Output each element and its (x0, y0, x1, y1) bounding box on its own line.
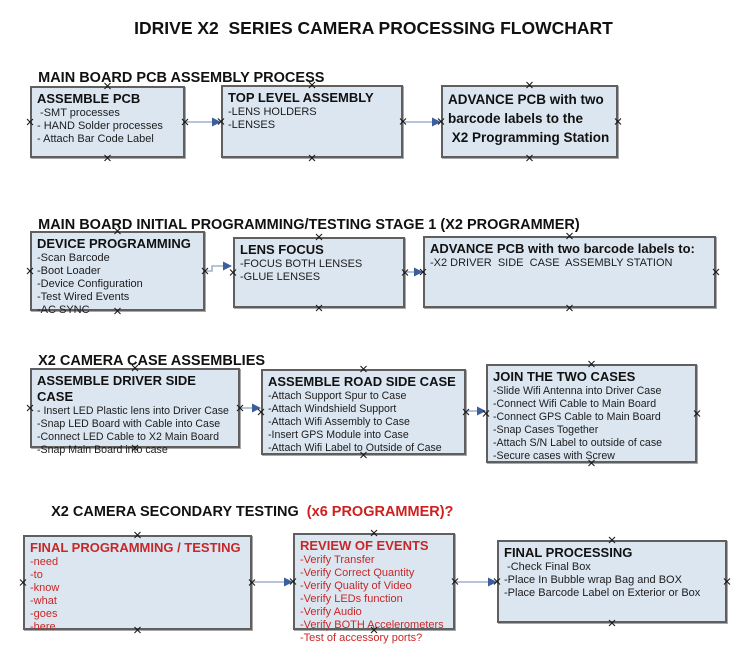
page-title: IDRIVE X2 SERIES CAMERA PROCESSING FLOWC… (134, 18, 613, 38)
flow-box-item: -FOCUS BOTH LENSES (240, 258, 363, 270)
flow-box-item: - Attach Bar Code Label (37, 133, 154, 145)
flow-box-item: -Test Wired Events (37, 291, 130, 303)
flow-box-assemble-driver-side-case: ASSEMBLE DRIVER SIDE CASE - Insert LED P… (30, 368, 240, 456)
flow-box-item: -X2 DRIVER SIDE CASE ASSEMBLY STATION (430, 257, 673, 269)
flow-box-items: - Insert LED Plastic lens into Driver Ca… (37, 405, 234, 457)
flow-box-item: -Verify Correct Quantity (300, 567, 415, 579)
flow-box-items: -Scan Barcode-Boot Loader-Device Configu… (37, 252, 199, 317)
section-heading-text: X2 CAMERA SECONDARY TESTING (51, 504, 307, 520)
flow-box-item: -Attach S/N Label to outside of case (493, 437, 663, 449)
flow-box-title: ASSEMBLE DRIVER SIDE CASE (37, 373, 200, 404)
flow-box-item: -Secure cases with Screw (493, 450, 615, 462)
arrowhead-icon (252, 403, 261, 413)
flow-box-title: ASSEMBLE ROAD SIDE CASE (268, 374, 456, 389)
section-heading-text: MAIN BOARD INITIAL PROGRAMMING/TESTING S… (38, 217, 580, 233)
flow-box-items: -Check Final Box-Place In Bubble wrap Ba… (504, 561, 721, 600)
flow-box-item: -Verify BOTH Accelerometers (300, 619, 444, 631)
flow-box-title: FINAL PROGRAMMING / TESTING (30, 540, 241, 555)
flow-box-item: -Verify Audio (300, 606, 362, 618)
flow-box-items: -Verify Transfer-Verify Correct Quantity… (300, 554, 449, 645)
flow-box-title: DEVICE PROGRAMMING (37, 236, 191, 251)
flow-box-review-of-events: REVIEW OF EVENTS -Verify Transfer-Verify… (293, 533, 455, 644)
flow-box-item: -Snap LED Board with Cable into Case (37, 418, 221, 430)
flow-box-item: -Connect LED Cable to X2 Main Board (37, 431, 219, 443)
flow-box-item: -goes (30, 608, 58, 620)
flow-box-item: -Test of accessory ports? (300, 632, 423, 644)
flow-box-item: -LENS HOLDERS (228, 106, 317, 118)
flow-box-item: -Check Final Box (504, 561, 591, 573)
section-heading-red-text: (x6 PROGRAMMER)? (306, 504, 454, 520)
flow-box-title: ADVANCE PCB with two barcode labels to t… (448, 92, 610, 145)
flow-box-item: -Attach Wifi Label to Outside of Case (268, 442, 442, 454)
flow-box-item: -Snap Cases Together (493, 424, 599, 436)
flow-box-item: -SMT processes (37, 107, 120, 119)
flow-box-device-programming: DEVICE PROGRAMMING -Scan Barcode-Boot Lo… (30, 231, 205, 316)
flow-box-items: -LENS HOLDERS-LENSES (228, 106, 397, 132)
flow-box-advance-pcb-driver-side-station: ADVANCE PCB with two barcode labels to: … (423, 236, 716, 308)
flow-box-item: -need (30, 556, 59, 568)
section-heading-secondary-testing: X2 CAMERA SECONDARY TESTING (x6 PROGRAMM… (35, 488, 453, 520)
flow-box-item: -Verify Transfer (300, 554, 375, 566)
arrowhead-icon (212, 117, 221, 127)
flow-box-title: ASSEMBLE PCB (37, 91, 141, 106)
flow-box-items: -SMT processes- HAND Solder processes- A… (37, 107, 179, 146)
flow-box-item: -Attach Support Spur to Case (268, 390, 407, 402)
arrowhead-icon (488, 577, 497, 587)
flow-box-item: -to (30, 569, 43, 581)
arrowhead-icon (477, 406, 486, 416)
flow-box-item: -what (30, 595, 57, 607)
arrowhead-icon (414, 267, 423, 277)
flow-box-item: -Place Barcode Label on Exterior or Box (504, 587, 701, 599)
flow-box-lens-focus: LENS FOCUS -FOCUS BOTH LENSES-GLUE LENSE… (233, 237, 405, 308)
flow-box-item: -AC SYNC (37, 304, 90, 316)
section-heading-pcb-assembly: MAIN BOARD PCB ASSEMBLY PROCESS (22, 54, 324, 86)
flow-box-item: -Verify Quality of Video (300, 580, 412, 592)
flow-box-item: -Connect Wifi Cable to Main Board (493, 398, 657, 410)
flow-box-title: LENS FOCUS (240, 242, 324, 257)
flow-box-item: -Attach Windshield Support (268, 403, 397, 415)
flow-box-item: -LENSES (228, 119, 276, 131)
flow-box-item: -Boot Loader (37, 265, 101, 277)
flow-box-item: -GLUE LENSES (240, 271, 321, 283)
flow-box-items: -Attach Support Spur to Case-Attach Wind… (268, 390, 460, 455)
flow-box-final-processing: FINAL PROCESSING -Check Final Box-Place … (497, 540, 727, 623)
flow-box-title: REVIEW OF EVENTS (300, 538, 429, 553)
section-heading-text: MAIN BOARD PCB ASSEMBLY PROCESS (38, 70, 325, 86)
flow-box-item: -know (30, 582, 60, 594)
flow-box-assemble-pcb: ASSEMBLE PCB -SMT processes- HAND Solder… (30, 86, 185, 158)
flow-box-item: -Attach Wifi Assembly to Case (268, 416, 410, 428)
arrowhead-icon (223, 261, 232, 271)
flow-box-title: JOIN THE TWO CASES (493, 369, 636, 384)
flow-box-items: -Slide Wifi Antenna into Driver Case-Con… (493, 385, 691, 463)
flow-box-title: ADVANCE PCB with two barcode labels to: (430, 241, 695, 256)
flow-box-item: -Connect GPS Cable to Main Board (493, 411, 661, 423)
flow-box-items: -X2 DRIVER SIDE CASE ASSEMBLY STATION (430, 257, 710, 270)
flow-box-title: TOP LEVEL ASSEMBLY (228, 90, 374, 105)
flow-box-title: FINAL PROCESSING (504, 545, 633, 560)
arrow-connector (205, 265, 224, 272)
section-heading-initial-programming: MAIN BOARD INITIAL PROGRAMMING/TESTING S… (22, 201, 580, 233)
flow-box-join-the-two-cases: JOIN THE TWO CASES -Slide Wifi Antenna i… (486, 364, 697, 463)
flow-box-item: -Verify LEDs function (300, 593, 403, 605)
flow-box-item: - HAND Solder processes (37, 120, 163, 132)
section-heading-text: X2 CAMERA CASE ASSEMBLIES (38, 353, 266, 369)
flow-box-item: -here (30, 621, 56, 633)
flow-box-item: -Scan Barcode (37, 252, 110, 264)
flow-box-item: -Snap Main Board into case (37, 444, 168, 456)
arrowhead-icon (432, 117, 441, 127)
flow-box-items: -need-to-know-what-goes-here (30, 556, 246, 634)
flow-box-advance-pcb-programming-station: ADVANCE PCB with two barcode labels to t… (441, 85, 618, 158)
section-heading-case-assemblies: X2 CAMERA CASE ASSEMBLIES (22, 337, 265, 369)
arrowhead-icon (284, 577, 293, 587)
flow-box-final-programming-testing: FINAL PROGRAMMING / TESTING -need-to-kno… (23, 535, 252, 633)
flow-box-item: -Device Configuration (37, 278, 143, 290)
flow-box-top-level-assembly: TOP LEVEL ASSEMBLY -LENS HOLDERS-LENSES (221, 85, 403, 158)
flow-box-item: -Slide Wifi Antenna into Driver Case (493, 385, 662, 397)
flow-box-assemble-road-side-case: ASSEMBLE ROAD SIDE CASE -Attach Support … (261, 369, 466, 455)
flow-box-item: -Insert GPS Module into Case (268, 429, 409, 441)
flow-box-item: - Insert LED Plastic lens into Driver Ca… (37, 405, 229, 417)
flow-box-items: -FOCUS BOTH LENSES-GLUE LENSES (240, 258, 399, 284)
flow-box-item: -Place In Bubble wrap Bag and BOX (504, 574, 682, 586)
